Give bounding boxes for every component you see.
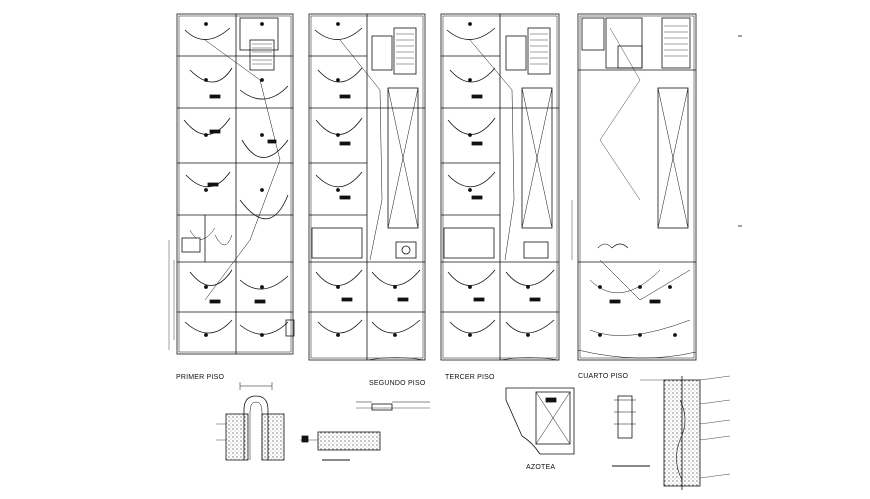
floor-plan-segundo-piso — [308, 13, 426, 361]
detail-azotea — [505, 387, 575, 455]
floor-plan-tercer-piso — [440, 13, 560, 361]
detail-conduit-section — [612, 375, 731, 490]
detail-floor-section — [300, 401, 430, 461]
label-tercer-piso: TERCER PISO — [445, 374, 495, 381]
label-primer-piso: PRIMER PISO — [176, 374, 225, 381]
floor-plan-primer-piso — [168, 13, 295, 355]
floor-plan-cuarto-piso — [571, 13, 742, 361]
label-segundo-piso: SEGUNDO PISO — [369, 380, 426, 387]
label-azotea: AZOTEA — [526, 464, 556, 471]
detail-handrail-section — [216, 382, 285, 461]
label-cuarto-piso: CUARTO PISO — [578, 373, 629, 380]
